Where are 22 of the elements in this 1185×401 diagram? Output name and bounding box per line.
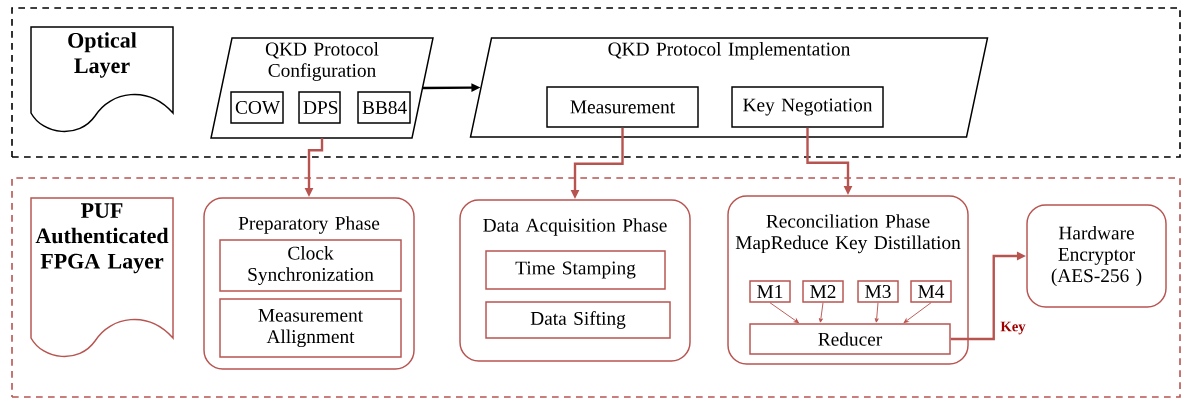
arrow xyxy=(769,302,799,324)
process-box: DPS xyxy=(298,91,341,124)
process-box: Measurement xyxy=(546,86,699,128)
process-box: Reducer xyxy=(749,323,951,355)
process-box: M3 xyxy=(857,280,899,303)
process-box: BB84 xyxy=(357,91,411,124)
arrow xyxy=(874,302,879,323)
edge-label: Key xyxy=(999,320,1027,336)
process-box: M1 xyxy=(749,280,791,303)
process-box: Time Stamping xyxy=(485,250,666,290)
layer-band xyxy=(11,7,1181,158)
layer-band xyxy=(11,177,1181,398)
arrow xyxy=(903,302,932,324)
rounded-box: Hardware Encryptor (AES-256 ) xyxy=(1026,204,1167,308)
process-box: Clock Synchronization xyxy=(219,239,402,292)
process-box: Measurement Allignment xyxy=(219,298,402,358)
process-box: M2 xyxy=(802,280,844,303)
process-box: COW xyxy=(230,91,284,124)
process-box: Data Sifting xyxy=(485,301,671,339)
process-box: Key Negotiation xyxy=(731,86,884,128)
arrow xyxy=(818,302,824,323)
process-box: M4 xyxy=(910,280,952,303)
